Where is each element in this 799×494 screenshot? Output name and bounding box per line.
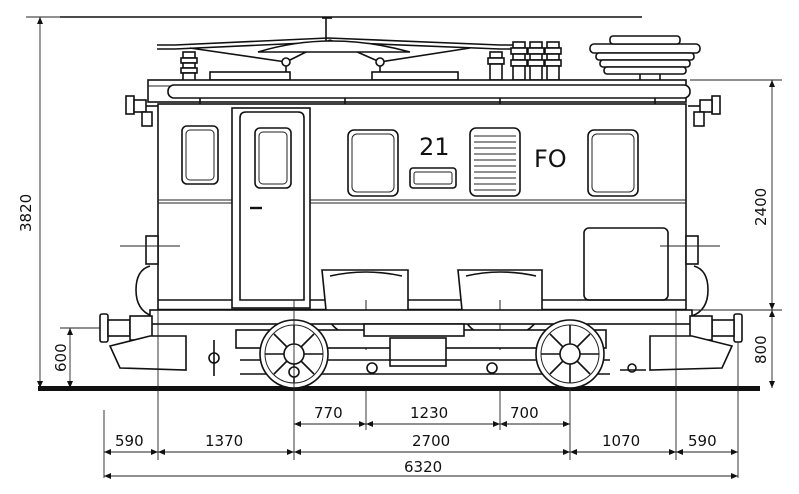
number-plate (409, 167, 457, 189)
lamp-right (688, 95, 721, 127)
dimension-lines-horizontal (104, 421, 738, 479)
insulator-left (180, 51, 198, 82)
window-side-2 (587, 129, 639, 197)
lamp-left (125, 95, 158, 127)
underframe (149, 309, 693, 375)
dim-center-span: 1230 (410, 404, 448, 422)
window-side-1 (347, 129, 399, 197)
dim-total-length: 6320 (404, 458, 442, 476)
dim-bogie-left: 770 (314, 404, 343, 422)
wheel-right (535, 319, 605, 389)
dim-wheelbase: 2700 (412, 432, 450, 450)
roof (147, 79, 691, 106)
louvre-grille (469, 127, 521, 197)
buffer-right (649, 313, 743, 371)
window-front-left (181, 125, 219, 185)
handgrab-left (135, 235, 159, 317)
centerlines (103, 245, 739, 478)
dim-body-height: 2400 (752, 188, 770, 226)
handgrab-right (685, 235, 709, 317)
dim-frame-height: 800 (752, 335, 770, 364)
operator-mark: FO (534, 145, 567, 173)
dim-bogie-right: 700 (510, 404, 539, 422)
roof-ventilator (589, 35, 701, 80)
locomotive-number: 21 (419, 133, 450, 161)
rail-line (38, 386, 760, 391)
dim-left-overhang: 590 (115, 432, 144, 450)
dim-left-span: 1370 (205, 432, 243, 450)
buffer-left (99, 313, 187, 371)
insulator-group-right (487, 41, 562, 81)
access-panel (583, 227, 669, 301)
dim-buffer-height: 600 (52, 343, 70, 372)
dimension-lines-vertical (26, 16, 782, 388)
cab-door (231, 107, 311, 309)
dim-right-span: 1070 (602, 432, 640, 450)
dimension-labels: 3820 600 2400 800 770 1230 700 590 1370 … (17, 188, 770, 476)
brake-rigging (208, 340, 646, 376)
roof-insulators (180, 41, 562, 82)
dim-right-overhang: 590 (688, 432, 717, 450)
pantograph (60, 16, 642, 81)
dim-total-height: 3820 (17, 194, 35, 232)
